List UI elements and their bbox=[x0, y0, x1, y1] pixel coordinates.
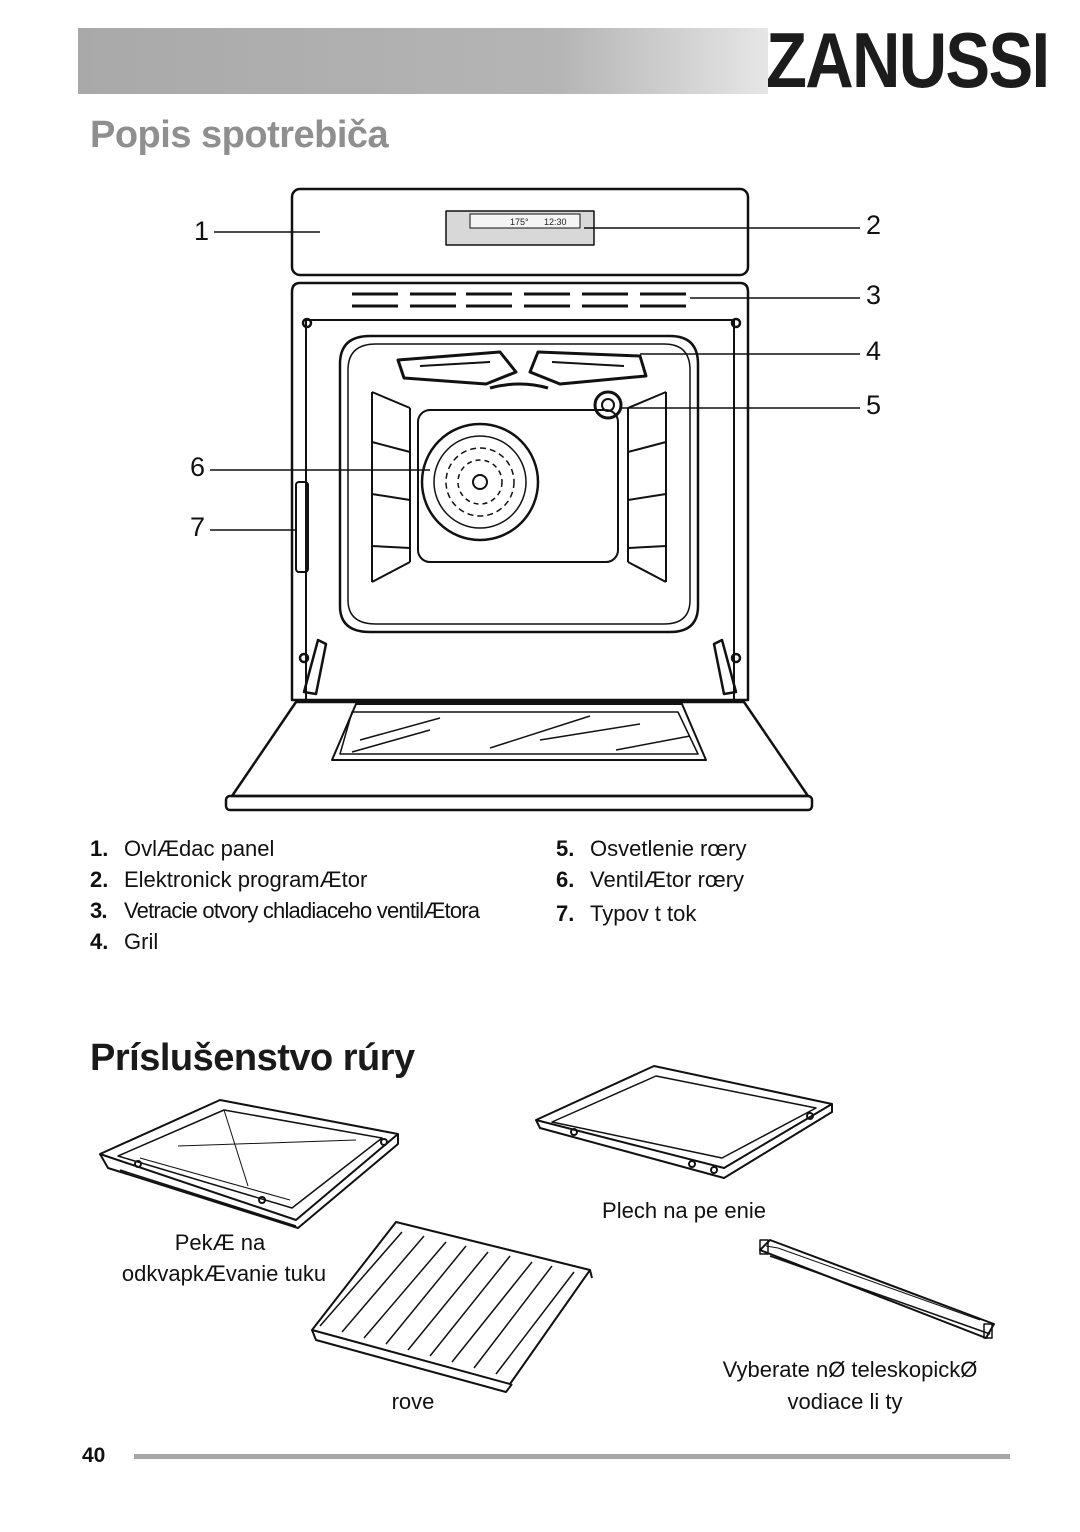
legend-item-1: 1.OvlÆdac panel bbox=[90, 836, 275, 861]
oven-cavity bbox=[338, 334, 700, 634]
telescopic-rails-drawing bbox=[759, 1239, 995, 1339]
shelf-supports bbox=[371, 391, 667, 583]
oven-diagram: 175° 12:30 bbox=[210, 187, 860, 812]
callout-6: 6 bbox=[190, 452, 206, 482]
caption-baking-tray: Plech na pe enie bbox=[602, 1198, 766, 1223]
accessories-drawings bbox=[99, 1065, 995, 1393]
legend-item-5: 5.Osvetlenie rœry bbox=[556, 836, 747, 861]
callout-3: 3 bbox=[866, 280, 882, 310]
footer-divider bbox=[134, 1454, 1010, 1459]
section-title-appliance: Popis spotrebiča bbox=[90, 114, 389, 156]
legend-item-4: 4.Gril bbox=[90, 929, 159, 954]
page-number: 40 bbox=[82, 1444, 106, 1467]
display-time: 12:30 bbox=[544, 217, 567, 227]
caption-rails-line1: Vyberate nØ teleskopickØ bbox=[722, 1357, 978, 1382]
callout-5: 5 bbox=[866, 390, 882, 420]
legend-item-6: 6.VentilÆtor rœry bbox=[556, 867, 745, 892]
baking-tray-drawing bbox=[535, 1065, 833, 1179]
section-title-accessories: Príslušenstvo rúry bbox=[90, 1037, 415, 1079]
caption-shelf: rove bbox=[391, 1389, 435, 1414]
callout-2: 2 bbox=[866, 210, 882, 240]
oven-light bbox=[593, 390, 623, 420]
callout-4: 4 bbox=[866, 336, 882, 366]
cooling-vents bbox=[352, 292, 686, 308]
drip-pan-drawing bbox=[99, 1099, 399, 1229]
caption-rails-line2: vodiace li ty bbox=[787, 1389, 903, 1414]
legend-item-2: 2.Elektronick programÆtor bbox=[90, 867, 368, 892]
caption-drip-pan-line1: PekÆ na bbox=[174, 1230, 266, 1255]
oven-fan bbox=[420, 422, 540, 542]
grill-element bbox=[396, 350, 648, 386]
caption-drip-pan-line2: odkvapkÆvanie tuku bbox=[121, 1261, 327, 1286]
callout-7: 7 bbox=[190, 512, 206, 542]
wire-shelf-drawing bbox=[311, 1221, 593, 1393]
legend-item-3: 3.Vetracie otvory chladiaceho ventilÆtor… bbox=[90, 898, 480, 923]
oven-body bbox=[290, 281, 750, 702]
legend-item-7: 7.Typov t tok bbox=[556, 901, 697, 926]
callout-1: 1 bbox=[194, 216, 210, 246]
rating-plate bbox=[295, 481, 309, 573]
header-bar bbox=[78, 28, 768, 94]
display-temp: 175° bbox=[510, 217, 529, 227]
